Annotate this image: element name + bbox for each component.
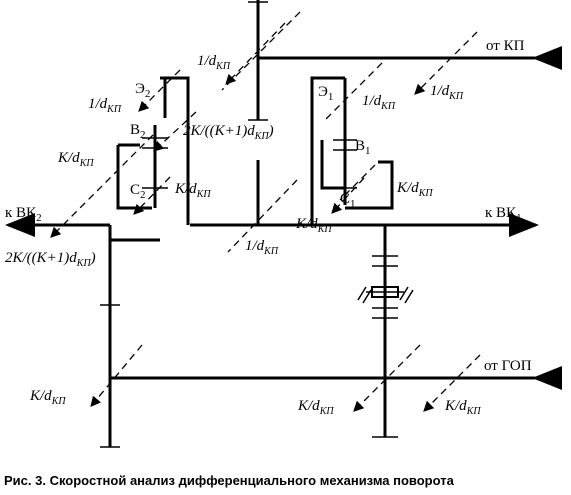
text-labels: от КП от ГОП к ВК1 к ВК2 Э2 В2 С2 Э1 В1 … [5,38,532,417]
ratio-bottom-mid: K/dКП [297,398,334,417]
vector-top [221,11,301,91]
carrier-c1-left [320,140,345,190]
ratio-bottom-left: K/dКП [29,388,66,407]
ratio-top: 1/dКП [197,53,231,72]
vector-kp [414,31,478,95]
shafts [5,0,562,448]
carrier-c1 [345,160,394,210]
ratio-e1-right: 1/dКП [362,93,396,112]
label-b1: В1 [355,138,371,157]
vector-c2 [133,176,171,215]
c2-bracket [108,225,160,242]
carrier-c2 [116,145,152,210]
ratio-c2-below: 2K/((K+1)dКП) [5,250,96,269]
ratio-center-shaft: 1/dКП [245,238,279,257]
vector-bottom-mid [353,344,421,412]
label-from-gop: от ГОП [484,358,532,374]
vector-e1 [322,62,383,123]
ratio-bottom-right: K/dКП [444,398,481,417]
ratio-b2-left: K/dКП [57,150,94,169]
vector-b2-right [153,111,197,152]
ground-hatch [357,286,414,304]
vector-bottom-right [423,354,481,412]
ratio-c2-right: K/dКП [174,181,211,200]
vector-center [227,179,298,253]
label-c1: С1 [340,191,356,210]
label-to-vk2: к ВК2 [5,205,42,224]
label-b2: В2 [130,122,146,141]
label-e2: Э2 [135,81,150,100]
ring-e1 [310,76,345,225]
ratio-c1-right: K/dКП [396,180,433,199]
label-c2: С2 [130,182,146,201]
velocity-vectors [50,11,481,412]
ring-e2 [160,76,190,225]
label-from-kp: от КП [486,38,525,54]
ratio-center-left: K/dКП [295,216,332,235]
ratio-b2-right: 2K/((K+1)dКП) [183,123,274,142]
ratio-kp-right: 1/dКП [430,83,464,102]
kinematic-diagram: от КП от ГОП к ВК1 к ВК2 Э2 В2 С2 Э1 В1 … [5,0,562,448]
vector-bottom-left [90,344,143,407]
figure-caption: Рис. 3. Скоростной анализ дифференциальн… [4,473,454,488]
ratio-e2-left: 1/dКП [88,96,122,115]
label-to-vk1: к ВК1 [485,205,522,224]
vector-e2 [138,69,181,112]
vector-c1 [331,177,365,214]
label-e1: Э1 [318,84,333,103]
